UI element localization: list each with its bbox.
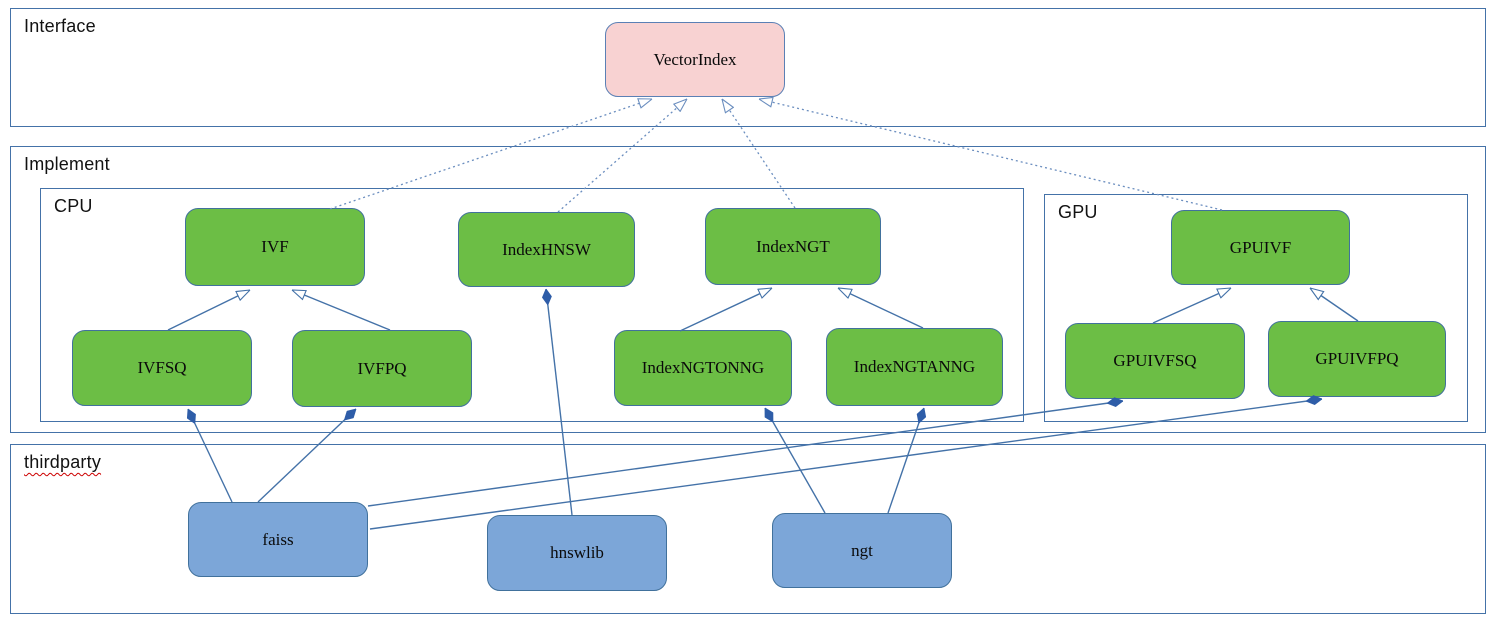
node-vectorindex-label: VectorIndex <box>653 49 737 69</box>
node-gpuivfsq-label: GPUIVFSQ <box>1113 351 1197 370</box>
node-ivfpq[interactable]: IVFPQ <box>292 330 472 407</box>
node-gpuivfpq[interactable]: GPUIVFPQ <box>1268 321 1446 397</box>
container-interface-label: Interface <box>24 16 96 36</box>
node-indexngtanng-label: IndexNGTANNG <box>853 357 976 376</box>
node-indexngtanng[interactable]: IndexNGTANNG <box>826 328 1003 406</box>
node-faiss-label: faiss <box>262 529 294 549</box>
node-ivfsq-label: IVFSQ <box>137 358 187 377</box>
node-gpuivf-label: GPUIVF <box>1229 237 1292 257</box>
node-ngt[interactable]: ngt <box>772 513 952 588</box>
node-indexngt[interactable]: IndexNGT <box>705 208 881 285</box>
node-ivf[interactable]: IVF <box>185 208 365 286</box>
node-gpuivfsq[interactable]: GPUIVFSQ <box>1065 323 1245 399</box>
node-indexhnsw[interactable]: IndexHNSW <box>458 212 635 287</box>
node-ngt-label: ngt <box>851 540 873 560</box>
node-ivfsq[interactable]: IVFSQ <box>72 330 252 406</box>
node-gpuivfpq-label: GPUIVFPQ <box>1315 349 1399 368</box>
node-hnswlib-label: hnswlib <box>550 543 604 562</box>
node-indexngtonng[interactable]: IndexNGTONNG <box>614 330 792 406</box>
node-gpuivf[interactable]: GPUIVF <box>1171 210 1350 285</box>
node-indexngtonng-label: IndexNGTONNG <box>641 358 765 377</box>
container-cpu-label: CPU <box>54 196 93 216</box>
node-indexhnsw-label: IndexHNSW <box>502 239 591 259</box>
node-vectorindex[interactable]: VectorIndex <box>605 22 785 97</box>
container-implement-label: Implement <box>24 154 110 174</box>
container-thirdparty-label: thirdparty <box>24 452 102 472</box>
node-faiss[interactable]: faiss <box>188 502 368 577</box>
container-gpu-label: GPU <box>1058 202 1098 222</box>
node-indexngt-label: IndexNGT <box>756 236 830 256</box>
node-hnswlib[interactable]: hnswlib <box>487 515 667 591</box>
node-ivf-label: IVF <box>261 237 289 256</box>
node-ivfpq-label: IVFPQ <box>357 358 407 378</box>
